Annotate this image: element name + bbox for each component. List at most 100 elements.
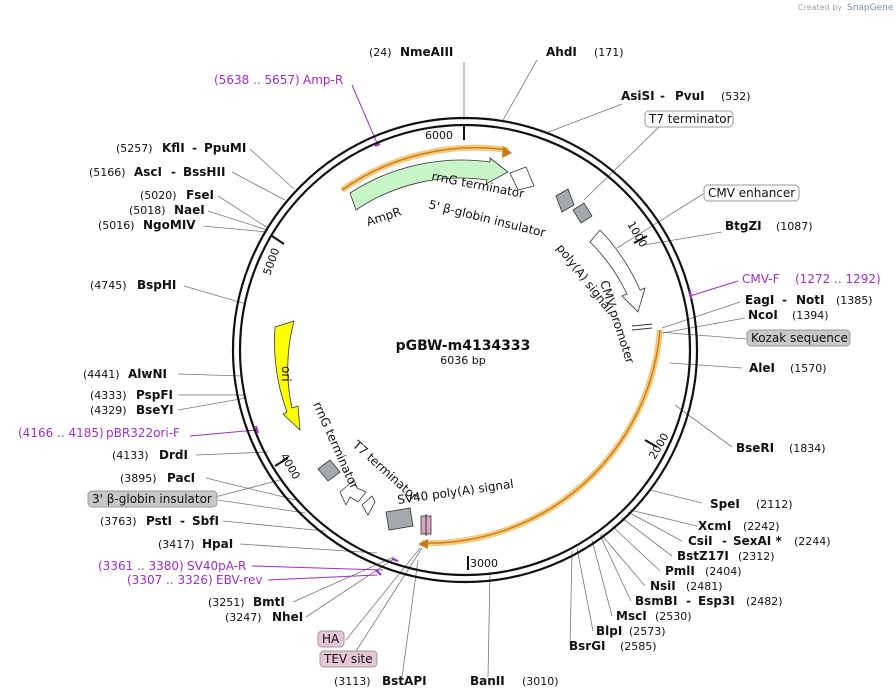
tick-3000: 3000 <box>470 557 498 570</box>
ebv-rev-mark <box>375 569 382 576</box>
primer-leader-lines <box>189 84 739 581</box>
cmv-enhancer-box-label: CMV enhancer <box>708 186 795 200</box>
plasmid-name: pGBW-m4134333 <box>396 338 531 354</box>
site-bsrgi-pos: (2585) <box>620 640 657 653</box>
site-pmli-pos: (2404) <box>705 565 742 578</box>
site-nmeaiii-pos: (24) <box>369 46 392 59</box>
site-esp3i-name: Esp3I <box>698 594 735 608</box>
site-drdi-pos: (4133) <box>112 449 149 462</box>
site-drdi-name: DrdI <box>159 448 188 462</box>
t7-terminator-box-label: T7 terminator <box>648 112 732 126</box>
sv40pa-r-name: SV40pA-R <box>187 559 246 573</box>
site-pvui-name: PvuI <box>675 89 705 103</box>
site-asisi-sep: - <box>660 89 665 103</box>
site-eagi-name: EagI <box>745 293 774 307</box>
cmv-f-mark <box>689 289 692 300</box>
ha-box <box>317 630 345 648</box>
site-ngomiv-name: NgoMIV <box>143 218 196 232</box>
site-bseyi-name: BseYI <box>136 403 174 417</box>
site-spei-name: SpeI <box>710 497 740 511</box>
site-xcmi-pos: (2242) <box>743 520 780 533</box>
site-nmeaiii-name: NmeAIII <box>400 45 453 59</box>
ori-feature <box>274 320 301 432</box>
site-naei-pos: (5018) <box>129 204 166 217</box>
site-banii-name: BanII <box>470 674 505 688</box>
site-ncoi-pos: (1394) <box>792 309 829 322</box>
site-alwni-pos: (4441) <box>83 368 120 381</box>
site-asci-name: AscI <box>134 165 162 179</box>
site-bsshii-name: BssHII <box>183 165 225 179</box>
site-bsmbi-sep: - <box>686 594 691 608</box>
site-psti-pos: (3763) <box>100 515 137 528</box>
highlight-orf-line <box>421 329 661 544</box>
site-blpi-name: BlpI <box>596 624 622 638</box>
site-paci-pos: (3895) <box>120 472 157 485</box>
t7-terminator-box <box>644 110 734 128</box>
tev-box-label: TEV site <box>323 652 373 666</box>
rrng-arrow-top <box>509 166 535 191</box>
cmv-f-range: (1272 .. 1292) <box>795 272 881 286</box>
amp-r-range: (5638 .. 5657) <box>214 73 300 87</box>
site-ahdi-name: AhdI <box>546 45 577 59</box>
site-psti-name: PstI <box>146 514 172 528</box>
site-leader-lines <box>177 59 748 678</box>
rrng-box-left <box>317 459 341 482</box>
site-alwni-name: AlwNI <box>128 367 167 381</box>
ampr-feature <box>349 157 509 211</box>
site-bsphi-pos: (4745) <box>90 279 127 292</box>
site-asci-pos: (5166) <box>89 166 126 179</box>
site-bseyi-pos: (4329) <box>90 404 127 417</box>
site-bmti-pos: (3251) <box>208 596 245 609</box>
site-hpai-name: HpaI <box>202 537 233 551</box>
pbr322-range: (4166 .. 4185) <box>18 426 104 440</box>
site-btgzi-pos: (1087) <box>776 220 813 233</box>
highlight-ampr-line <box>341 147 509 191</box>
site-msci-name: MscI <box>616 609 647 623</box>
globin3-box <box>87 490 218 508</box>
cmv-enhancer-box <box>703 184 800 202</box>
amp-r-mark <box>374 143 381 147</box>
ha-box-label: HA <box>322 632 340 646</box>
site-msci-pos: (2530) <box>655 610 692 623</box>
globin3-box-label: 3' β-globin insulator <box>92 492 212 506</box>
tick-4000: 4000 <box>277 451 302 482</box>
site-eagi-sep: - <box>782 293 787 307</box>
cmv-f-name: CMV-F <box>742 272 780 286</box>
site-btgzi-name: BtgZI <box>725 219 762 233</box>
sv40-polya-label: SV40 poly(A) signal <box>396 477 514 507</box>
site-banii-pos: (3010) <box>522 675 559 688</box>
backbone-outer <box>231 116 699 584</box>
kozak-box-label: Kozak sequence <box>751 331 848 345</box>
site-sexai-name: SexAI * <box>733 534 782 548</box>
globin-top-label: 5' β-globin insulator <box>427 197 547 240</box>
site-xcmi-name: XcmI <box>698 519 731 533</box>
site-paci-name: PacI <box>167 471 195 485</box>
site-bsphi-name: BspHI <box>137 278 176 292</box>
site-asisi-name: AsiSI <box>621 89 655 103</box>
t7-arrow-left <box>339 479 367 506</box>
site-nhei-pos: (3247) <box>225 611 262 624</box>
site-csii-pos: (2244) <box>794 535 831 548</box>
site-hpai-pos: (3417) <box>158 538 195 551</box>
site-bseri-pos: (1834) <box>789 442 826 455</box>
site-fsei-name: FseI <box>186 188 214 202</box>
site-asci-sep: - <box>171 165 176 179</box>
scale-ticks <box>271 125 658 570</box>
site-kfli-sep: - <box>192 141 197 155</box>
sv40-box <box>385 507 414 531</box>
cmv-promoter-feature <box>589 229 646 313</box>
tick-1000: 1000 <box>624 219 649 250</box>
site-kfli-name: KflI <box>162 141 185 155</box>
site-asisi-pos: (532) <box>721 90 751 103</box>
site-ppumi-name: PpuMI <box>204 141 246 155</box>
site-blpi-pos: (2573) <box>629 625 666 638</box>
sv40pa-r-mark <box>391 558 399 562</box>
site-ahdi-pos: (171) <box>594 46 624 59</box>
pbr322-name: pBR322ori-F <box>106 426 180 440</box>
site-pmli-name: PmlI <box>665 564 695 578</box>
site-sbfi-name: SbfI <box>192 514 219 528</box>
tev-box <box>319 650 378 668</box>
ebv-rev-range: (3307 .. 3326) <box>127 573 213 587</box>
kozak-mark-2 <box>631 327 653 331</box>
